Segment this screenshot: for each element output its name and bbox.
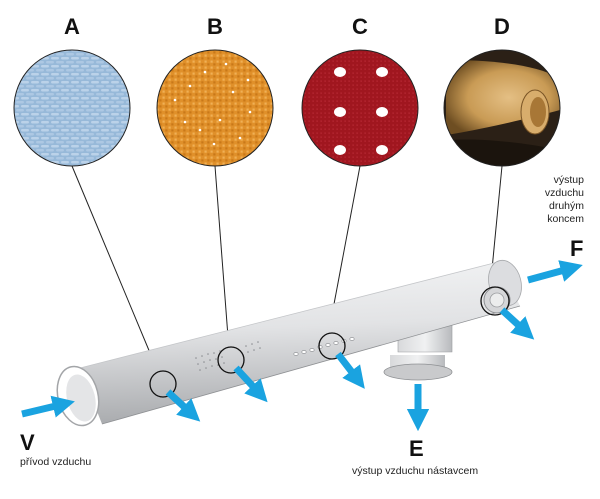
label-d: D xyxy=(494,14,510,39)
hole-row-c xyxy=(293,337,355,356)
marker-b xyxy=(217,346,245,374)
outlet-f-line-1: výstup xyxy=(553,174,584,186)
marker-a xyxy=(149,370,177,398)
connector-line-b xyxy=(214,165,230,351)
outlet-f-line-4: koncem xyxy=(547,213,584,225)
panel-b xyxy=(156,49,274,167)
label-a: A xyxy=(64,14,80,39)
label-v: V xyxy=(20,430,35,455)
arrow-inlet xyxy=(21,395,75,418)
label-c: C xyxy=(352,14,368,39)
panel-a xyxy=(13,49,131,167)
outlet-f-line-3: druhým xyxy=(548,200,584,212)
outlet-f-description: výstup vzduchu druhým koncem xyxy=(528,174,584,226)
connector-line-a xyxy=(71,165,159,373)
outlet-e-description: výstup vzduchu nástavcem xyxy=(352,465,479,477)
marker-d xyxy=(480,286,510,316)
perforation-zone-b xyxy=(195,341,261,371)
arrow-b xyxy=(233,365,268,403)
detail-markers xyxy=(149,286,510,398)
marker-c xyxy=(318,332,346,360)
arrow-f xyxy=(527,260,583,284)
arrow-d xyxy=(499,307,535,340)
label-e: E xyxy=(409,436,424,461)
label-b: B xyxy=(207,14,223,39)
arrow-c xyxy=(335,351,365,389)
outlet-f-line-2: vzduchu xyxy=(544,187,584,199)
arrow-a xyxy=(165,389,201,422)
airflow-arrows xyxy=(21,260,583,432)
label-f: F xyxy=(570,236,584,261)
duct xyxy=(56,259,522,427)
panel-d xyxy=(443,49,561,167)
panel-c xyxy=(301,49,419,167)
inlet-description: přívod vzduchu xyxy=(20,456,92,468)
